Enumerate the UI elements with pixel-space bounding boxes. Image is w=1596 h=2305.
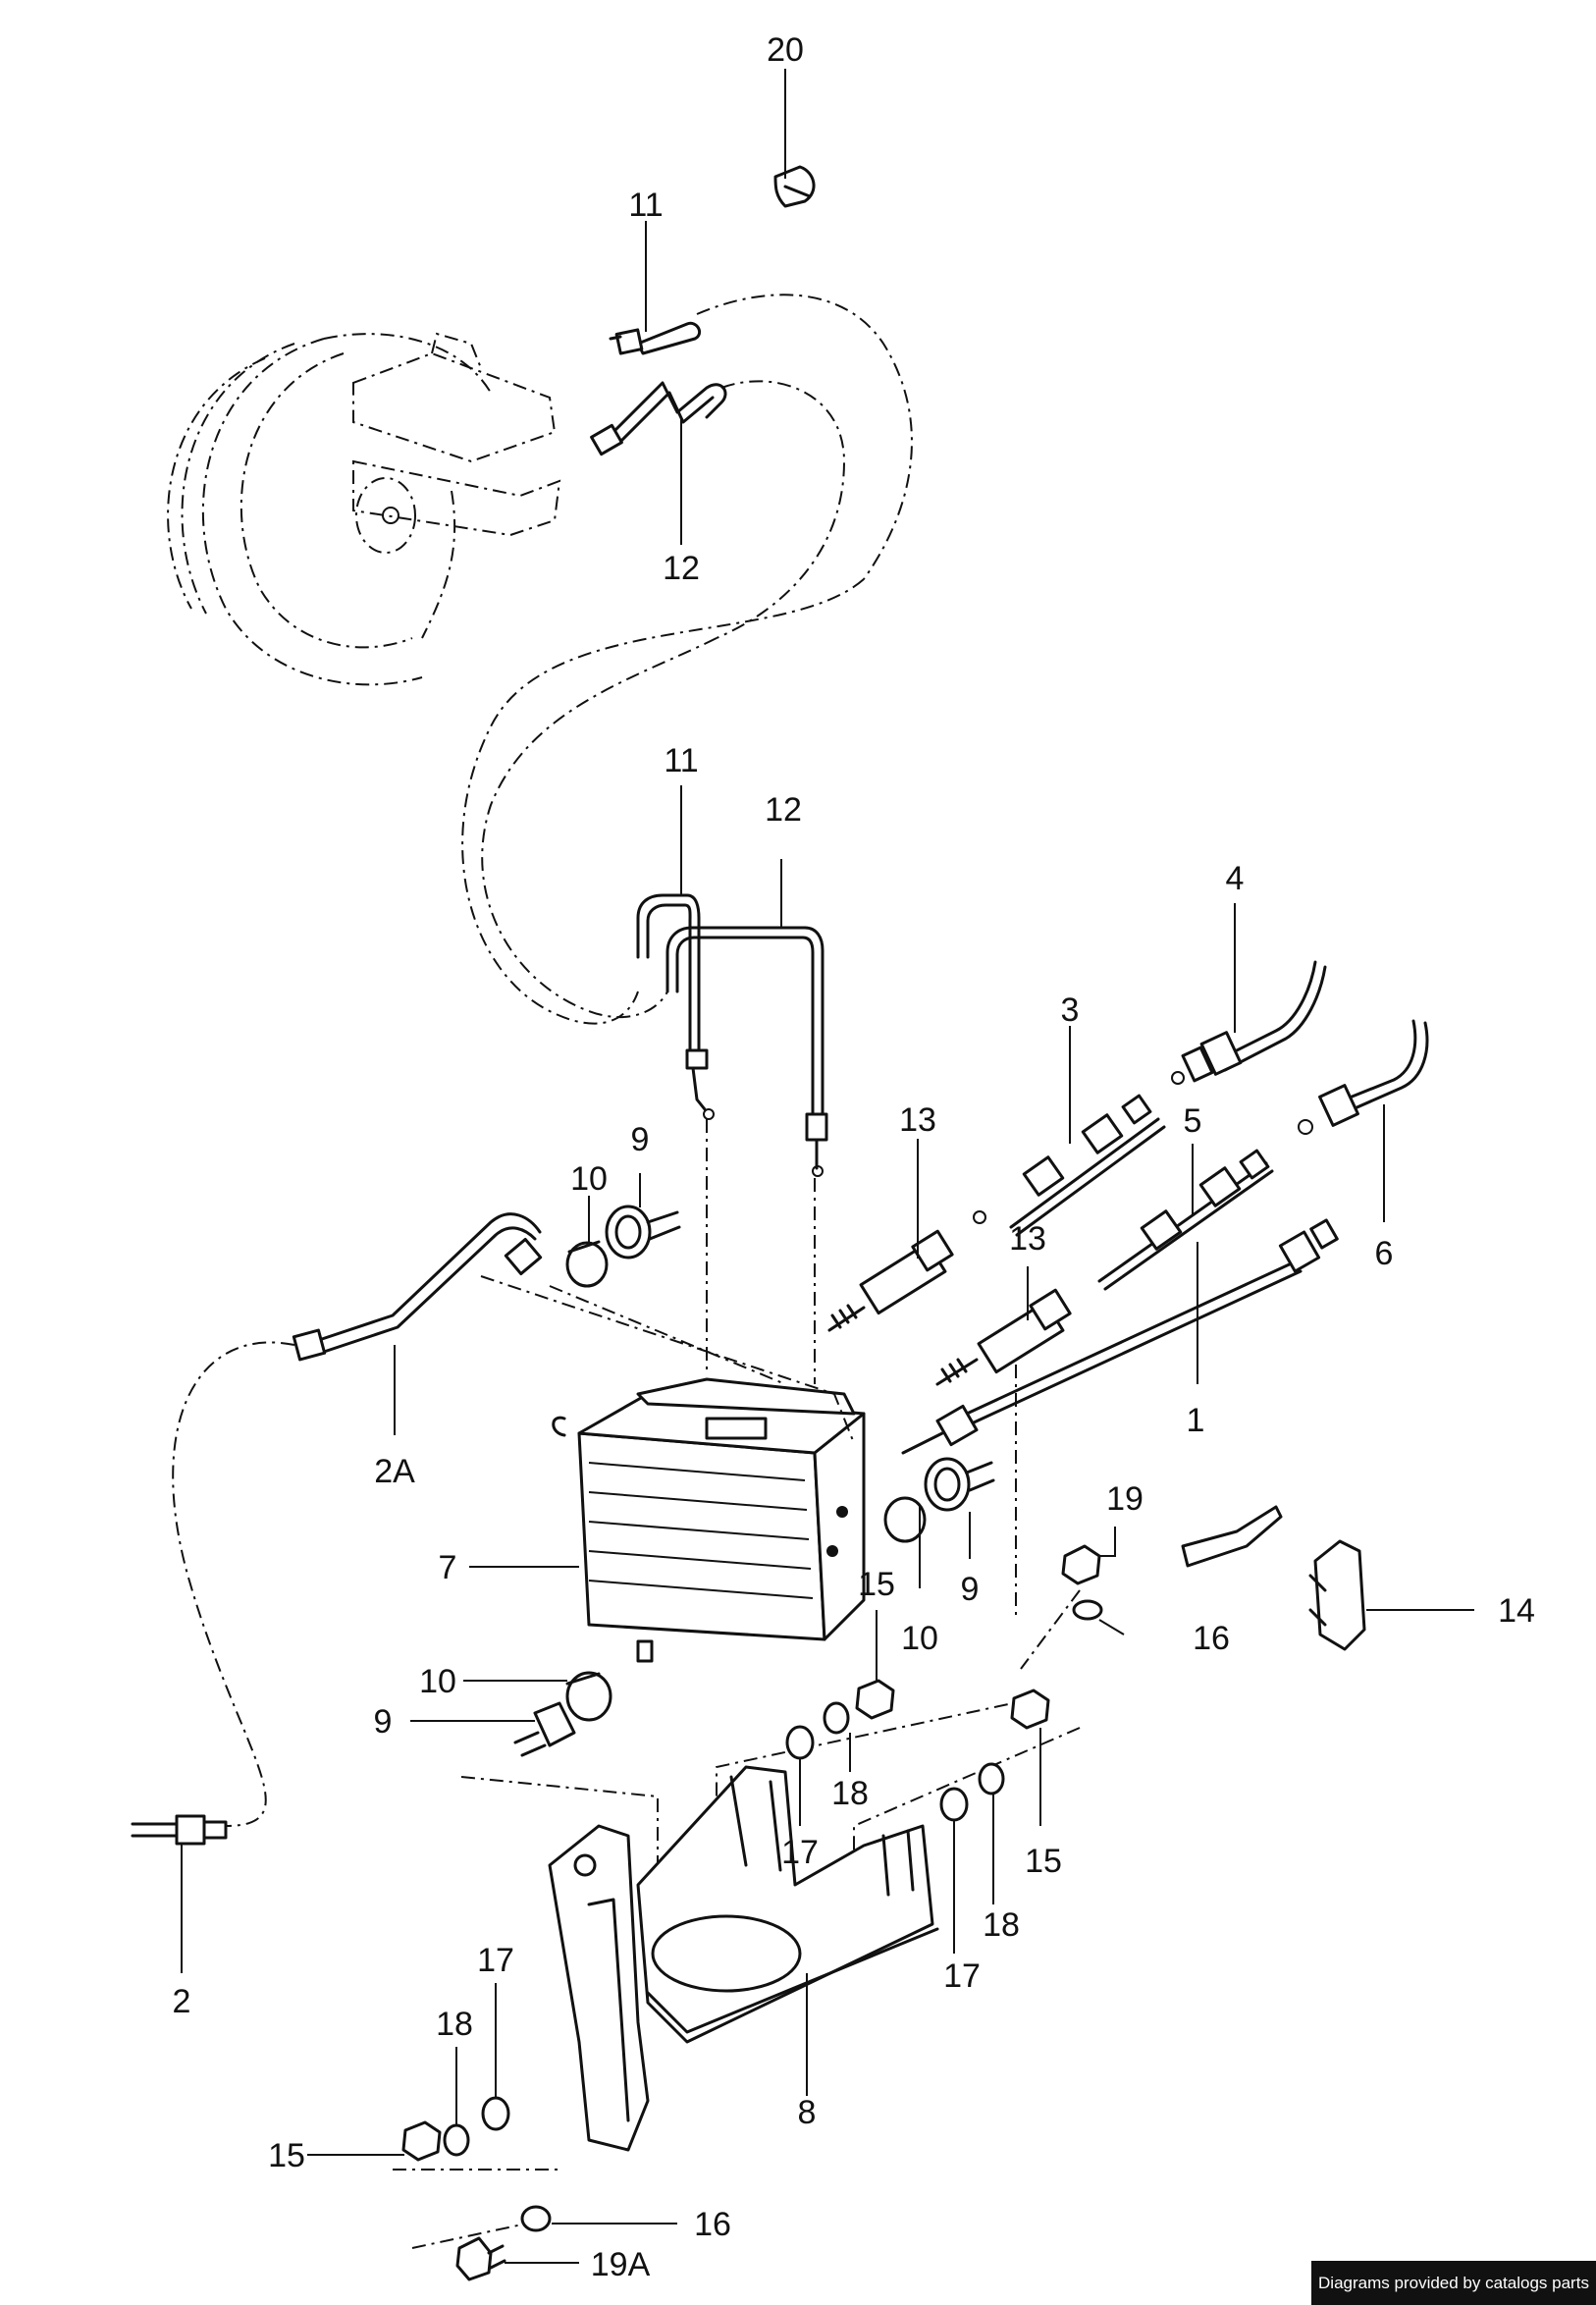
- callout-18-a: 18: [831, 1775, 869, 1812]
- washer-18-a: [823, 1701, 850, 1735]
- callout-18-c: 18: [436, 2006, 473, 2043]
- brake-line-6: [1298, 1019, 1429, 1135]
- sensor-2: [131, 1814, 228, 1846]
- callout-3: 3: [1061, 992, 1080, 1029]
- phantom-brake-line-route-2: [481, 637, 718, 1019]
- callout-2a: 2A: [374, 1453, 415, 1490]
- washer-16-b: [520, 2205, 552, 2232]
- callout-10-b: 10: [901, 1620, 938, 1657]
- pressure-valve-13-b: [935, 1288, 1072, 1386]
- brake-line-3: [973, 1094, 1166, 1237]
- callout-4: 4: [1226, 860, 1245, 897]
- brake-line-12-upper: [590, 380, 846, 639]
- brake-line-11-mid: [636, 893, 715, 1120]
- assembly-guide-3: [460, 1365, 1081, 1885]
- callout-9-b: 9: [961, 1571, 980, 1608]
- callout-15-b: 15: [1025, 1843, 1062, 1880]
- callout-5: 5: [1184, 1102, 1202, 1140]
- brake-booster-phantom: [167, 333, 492, 686]
- nut-15-a: [855, 1679, 895, 1720]
- callout-19: 19: [1106, 1480, 1144, 1518]
- callout-7: 7: [439, 1549, 457, 1586]
- brake-line-12-mid: [665, 926, 828, 1177]
- brake-line-5: [1097, 1149, 1274, 1291]
- assembly-guide-1: [480, 1275, 855, 1444]
- washer-17-b: [939, 1787, 969, 1822]
- washer-18-b: [978, 1762, 1005, 1796]
- callout-1: 1: [1187, 1402, 1205, 1439]
- callout-13-a: 13: [899, 1101, 936, 1139]
- washer-16-a: [1072, 1599, 1103, 1621]
- sleeve-10-b: [883, 1496, 927, 1543]
- callout-14: 14: [1498, 1592, 1535, 1630]
- callout-17-c: 17: [477, 1942, 514, 1979]
- master-cylinder-phantom: [352, 332, 561, 639]
- callout-20: 20: [767, 31, 804, 69]
- leader-lines: [181, 69, 1474, 2264]
- clip-14: [1308, 1539, 1366, 1651]
- callout-10-a: 10: [570, 1160, 608, 1198]
- callout-11-top: 11: [628, 187, 663, 224]
- mounting-bracket-8: [548, 1765, 939, 2152]
- washer-17-a: [785, 1725, 815, 1760]
- sleeve-10-a: [565, 1240, 609, 1288]
- callout-16-a: 16: [1193, 1620, 1230, 1657]
- bolt-9-b: [924, 1457, 995, 1512]
- clip-part-20: [773, 165, 816, 208]
- bolt-19a: [455, 2236, 506, 2281]
- callout-8: 8: [798, 2094, 817, 2131]
- diagram-credit-banner: Diagrams provided by catalogs parts: [1311, 2261, 1596, 2305]
- callout-9-c: 9: [374, 1703, 393, 1741]
- callout-11-mid: 11: [664, 742, 698, 779]
- callout-9-a: 9: [631, 1121, 650, 1158]
- bracket-plate-19: [1181, 1505, 1283, 1568]
- phantom-brake-line-route: [461, 578, 865, 1025]
- callout-12-mid: 12: [765, 791, 802, 829]
- brake-line-11-upper: [609, 294, 913, 580]
- nut-15-c: [401, 2120, 442, 2162]
- callout-19a: 19A: [591, 2246, 651, 2283]
- callout-13-b: 13: [1009, 1220, 1046, 1258]
- brake-line-2a: [172, 1212, 543, 1827]
- callout-16-b: 16: [694, 2206, 731, 2243]
- nut-15-b: [1010, 1689, 1050, 1730]
- callout-12-top: 12: [663, 550, 700, 587]
- callout-17-b: 17: [943, 1957, 981, 1995]
- pressure-valve-13-a: [827, 1229, 954, 1332]
- bolt-9-a: [605, 1205, 681, 1260]
- washer-18-c: [443, 2123, 470, 2157]
- washer-17-c: [481, 2096, 510, 2131]
- abs-hydraulic-unit-7: [552, 1377, 866, 1663]
- callout-18-b: 18: [983, 1906, 1020, 1944]
- sleeve-10-c: [565, 1671, 612, 1722]
- bolt-9-c: [513, 1701, 576, 1757]
- callout-6: 6: [1375, 1235, 1394, 1272]
- callout-15-a: 15: [858, 1566, 895, 1603]
- callout-10-c: 10: [419, 1663, 456, 1700]
- brake-line-1: [901, 1218, 1339, 1455]
- assembly-guide-2: [706, 1119, 816, 1384]
- callout-17-a: 17: [781, 1834, 819, 1871]
- nut-19: [1061, 1544, 1101, 1585]
- callout-2: 2: [173, 1983, 191, 2020]
- callout-15-c: 15: [268, 2137, 305, 2174]
- brake-line-4: [1171, 960, 1327, 1085]
